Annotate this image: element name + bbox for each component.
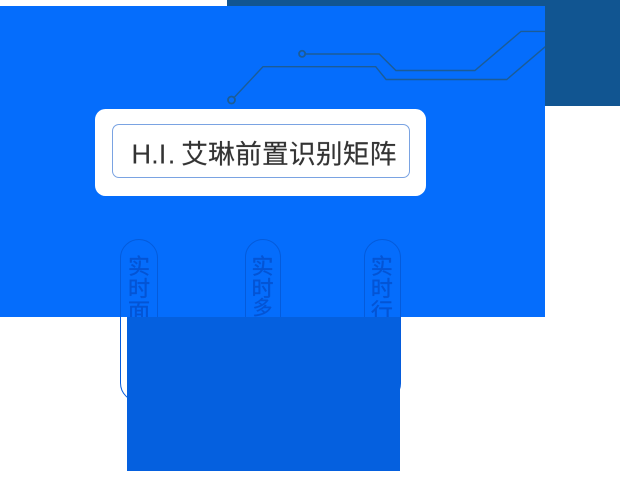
svg-text:H.I.: H.I. — [131, 138, 175, 169]
